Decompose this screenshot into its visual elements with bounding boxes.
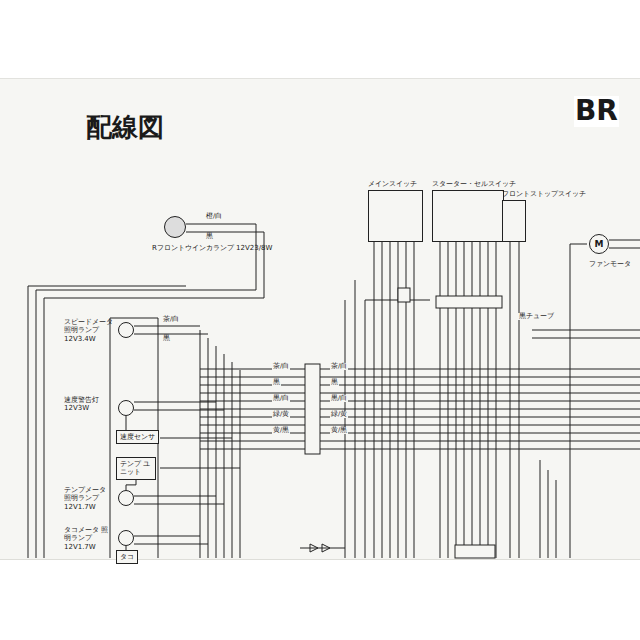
wire-color: 緑/黄 <box>330 411 348 418</box>
main-switch-wires <box>374 236 414 558</box>
meter-lamp: タコメータ 照明ランプ 12V1.7W <box>64 526 134 551</box>
switch-housing <box>502 200 526 242</box>
wire-color: 黒 <box>272 379 281 386</box>
lamp-bulb <box>118 530 134 546</box>
wire-color: 緑/黄 <box>272 411 290 418</box>
switch-block: フロントストップスイッチ <box>502 190 586 242</box>
wire-color: 茶/白 <box>272 363 290 370</box>
wire-color: 黒 <box>330 379 339 386</box>
wire-color: 黄/黒 <box>272 427 290 434</box>
switch-name: フロントストップスイッチ <box>502 190 586 198</box>
misc-wires <box>345 280 640 558</box>
lamp-bulb <box>118 490 134 506</box>
stop-switch-wires <box>510 232 519 558</box>
meter-lamp: 速度警告灯 12V3W <box>64 396 134 416</box>
component-box: タコ <box>116 550 138 564</box>
wire-color: 黄/黒 <box>330 427 348 434</box>
wire-connector <box>126 416 127 430</box>
wire-color: 黒/白 <box>330 395 348 402</box>
fan-motor: M ファンモータ <box>589 234 631 268</box>
switch-housing <box>432 190 504 242</box>
diagram-title: 配線図 <box>86 110 164 145</box>
component-name: テンプ ユニット <box>120 460 152 477</box>
wire-connector <box>126 480 136 490</box>
lamp-bulb <box>118 322 134 338</box>
part-name: Rフロントウインカランプ 12V23/8W <box>152 244 272 252</box>
motor-letter: M <box>595 239 604 250</box>
wire-color: 黒 <box>162 335 171 342</box>
starter-switch-wires <box>440 236 496 558</box>
component-box: テンプ ユニット <box>116 457 156 480</box>
outer-loop-wire <box>28 224 264 558</box>
meter-panel-outline <box>110 318 158 558</box>
wire-color: 黒チューブ <box>518 313 555 320</box>
wire-color: 黒/白 <box>272 395 290 402</box>
diode-symbols <box>300 544 345 552</box>
wire-color: 茶/白 <box>162 316 180 323</box>
lower-connector <box>455 545 495 558</box>
lamp-name: スピードメータ 照明ランプ 12V3.4W <box>64 318 114 343</box>
diode-block <box>398 288 410 302</box>
model-heading: BR <box>574 96 619 127</box>
wire-color: 黒 <box>205 233 214 240</box>
meter-lamp: スピードメータ 照明ランプ 12V3.4W <box>64 318 134 343</box>
fan-wires <box>570 240 640 558</box>
junction-connector <box>436 296 502 308</box>
lamp-name: タコメータ 照明ランプ 12V1.7W <box>64 526 114 551</box>
meter-lamp: テンプメータ 照明ランプ 12V1.7W <box>64 486 134 511</box>
component-box: 速度センサ <box>116 430 159 444</box>
lamp-bulb <box>118 400 134 416</box>
component-name: タコ <box>120 553 134 561</box>
wire-color: 橙/白 <box>205 213 223 220</box>
switch-housing <box>368 190 423 242</box>
wire-color: 茶/白 <box>330 363 348 370</box>
lamp-name: テンプメータ 照明ランプ 12V1.7W <box>64 486 114 511</box>
lamp-bulb <box>164 216 186 238</box>
lamp-name: 速度警告灯 12V3W <box>64 396 114 413</box>
switch-name: メインスイッチ <box>368 180 423 188</box>
part-name: ファンモータ <box>589 260 631 268</box>
motor-symbol: M <box>589 234 609 254</box>
center-connector <box>305 364 320 454</box>
switch-block: メインスイッチ <box>368 180 423 242</box>
switch-name: スターター・セルスイッチ <box>432 180 516 188</box>
bus-verticals <box>200 330 240 558</box>
component-name: 速度センサ <box>120 433 155 441</box>
